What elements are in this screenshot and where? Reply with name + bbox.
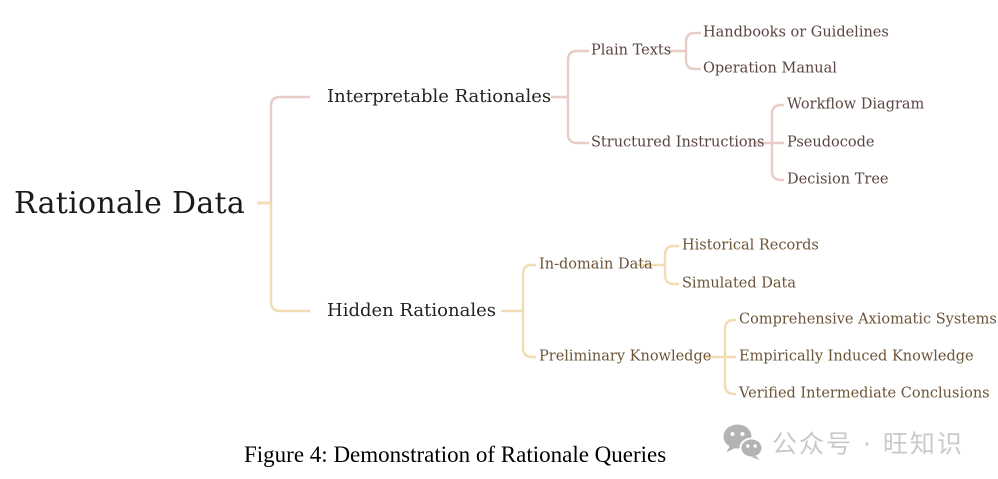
watermark-text: 公众号 · 旺知识 bbox=[772, 429, 964, 458]
connector-structured-instructions-bracket bbox=[753, 103, 784, 182]
connector-in-domain-bracket bbox=[637, 244, 679, 286]
node-comprehensive-axiomatic-systems: Comprehensive Axiomatic Systems bbox=[739, 311, 997, 328]
node-in-domain-data: In-domain Data bbox=[539, 256, 653, 273]
node-pseudocode: Pseudocode bbox=[787, 134, 875, 151]
node-verified-intermediate-conclusions: Verified Intermediate Conclusions bbox=[739, 385, 990, 402]
watermark: 公众号 · 旺知识 bbox=[722, 424, 964, 461]
node-empirically-induced-knowledge: Empirically Induced Knowledge bbox=[739, 348, 974, 365]
node-structured-instructions: Structured Instructions bbox=[591, 134, 765, 151]
node-plain-texts: Plain Texts bbox=[591, 42, 672, 59]
node-workflow-diagram: Workflow Diagram bbox=[787, 96, 925, 113]
node-preliminary-knowledge: Preliminary Knowledge bbox=[539, 348, 712, 365]
node-interpretable-rationales: Interpretable Rationales bbox=[327, 86, 552, 108]
node-handbooks-or-guidelines: Handbooks or Guidelines bbox=[703, 24, 889, 41]
node-decision-tree: Decision Tree bbox=[787, 171, 889, 188]
node-hidden-rationales: Hidden Rationales bbox=[327, 300, 496, 322]
wechat-icon bbox=[723, 424, 763, 460]
connector-root-to-hidden bbox=[257, 201, 310, 313]
node-historical-records: Historical Records bbox=[682, 237, 819, 254]
figure-caption: Figure 4: Demonstration of Rationale Que… bbox=[244, 442, 667, 467]
connector-plain-texts-bracket bbox=[667, 31, 701, 71]
connector-hidden-bracket bbox=[501, 263, 536, 359]
node-simulated-data: Simulated Data bbox=[682, 275, 796, 292]
node-operation-manual: Operation Manual bbox=[703, 60, 837, 77]
node-rationale-data: Rationale Data bbox=[14, 186, 246, 221]
connector-preliminary-bracket bbox=[706, 318, 736, 396]
connector-interpretable-bracket bbox=[551, 49, 589, 145]
connector-root-to-interpretable bbox=[257, 95, 310, 205]
